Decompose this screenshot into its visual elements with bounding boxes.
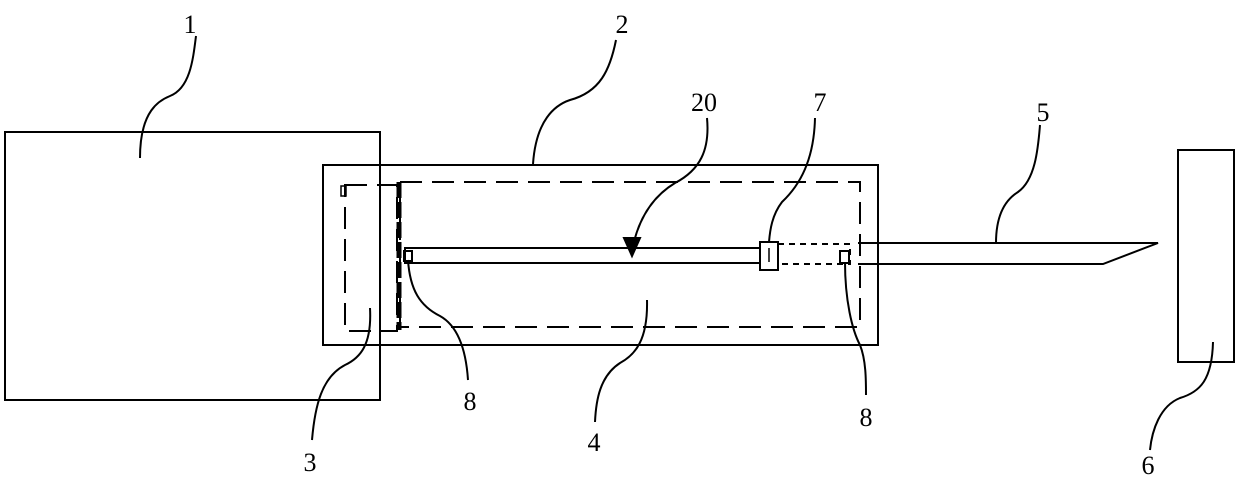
label-8b: 8 xyxy=(860,403,873,432)
label-5: 5 xyxy=(1037,98,1050,127)
probe-5 xyxy=(858,243,1158,264)
label-2: 2 xyxy=(616,10,629,39)
leader-20 xyxy=(632,118,708,250)
block-6 xyxy=(1178,150,1234,362)
housing-2 xyxy=(323,165,878,345)
leader-7 xyxy=(769,118,815,242)
label-3: 3 xyxy=(304,448,317,477)
leader-8a xyxy=(408,260,468,380)
small-tab xyxy=(341,186,346,196)
label-8a: 8 xyxy=(464,387,477,416)
leader-1 xyxy=(140,36,196,158)
leader-6 xyxy=(1150,342,1213,450)
label-6: 6 xyxy=(1142,451,1155,480)
leader-5 xyxy=(996,125,1040,243)
leader-2 xyxy=(533,40,616,164)
stopper-8-right xyxy=(840,251,849,263)
leader-3 xyxy=(312,308,370,440)
label-4: 4 xyxy=(588,428,601,457)
leader-8b xyxy=(845,262,866,395)
label-20: 20 xyxy=(691,88,717,117)
leader-4 xyxy=(595,300,647,422)
chamber-4 xyxy=(400,182,860,327)
rail-20 xyxy=(405,248,760,263)
label-1: 1 xyxy=(184,10,197,39)
label-7: 7 xyxy=(814,88,827,117)
